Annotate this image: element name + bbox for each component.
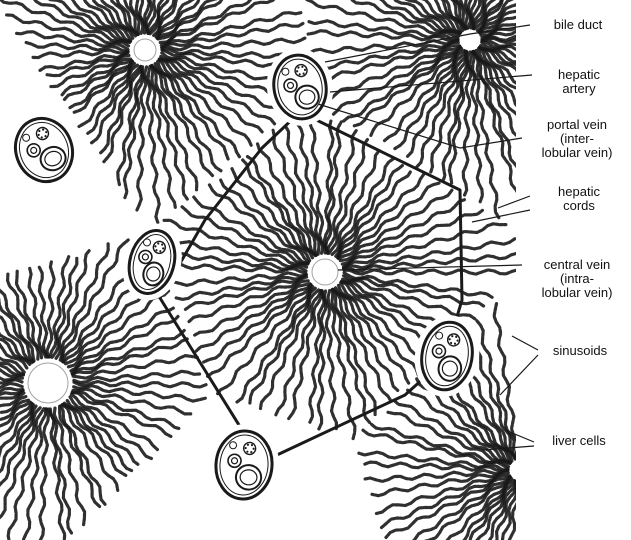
label-liver-cells: liver cells	[536, 434, 622, 448]
label-portal-vein: portal vein (inter- lobular vein)	[524, 118, 630, 160]
label-sinusoids: sinusoids	[540, 344, 620, 358]
tissue-panel	[0, 0, 520, 540]
label-hepatic-cords: hepatic cords	[534, 185, 624, 213]
label-hepatic-artery: hepatic artery	[534, 68, 624, 96]
label-central-vein: central vein (intra- lobular vein)	[524, 258, 630, 300]
label-bile-duct: bile duct	[533, 18, 623, 32]
